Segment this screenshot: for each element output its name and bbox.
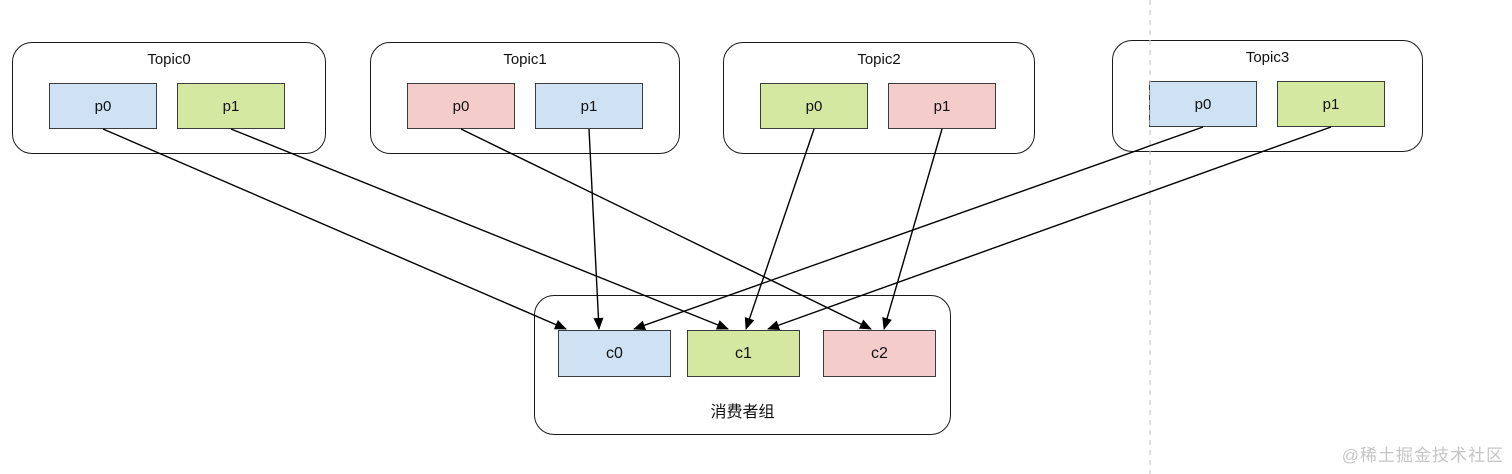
partition-box-topic1-p1: p1 (535, 83, 643, 129)
partition-box-topic3-p1: p1 (1277, 81, 1385, 127)
consumer-group-box: c0 c1 c2 消费者组 (534, 295, 951, 435)
consumer-group-label: 消费者组 (710, 404, 775, 421)
topic-title: Topic1 (503, 51, 547, 68)
partition-box-topic1-p0: p0 (407, 83, 515, 129)
consumer-box-c2: c2 (823, 330, 936, 377)
partition-box-topic3-p0: p0 (1149, 81, 1257, 127)
topic-title: Topic0 (147, 51, 191, 68)
topic-title: Topic3 (1245, 49, 1290, 66)
partition-box-topic2-p0: p0 (760, 83, 868, 129)
topic-box-topic0: Topic0 p0 p1 (12, 42, 326, 154)
consumer-box-c1: c1 (687, 330, 800, 377)
edge-arrow-t0p0-c0 (102, 128, 567, 330)
partition-box-topic2-p1: p1 (888, 83, 996, 129)
watermark-text: @稀土掘金技术社区 (1341, 446, 1504, 465)
consumer-box-c0: c0 (558, 330, 671, 377)
topic-box-topic1: Topic1 p0 p1 (370, 42, 680, 154)
partition-box-topic0-p1: p1 (177, 83, 285, 129)
partition-box-topic0-p0: p0 (49, 83, 157, 129)
topic-box-topic2: Topic2 p0 p1 (723, 42, 1035, 154)
topic-title: Topic2 (857, 51, 901, 68)
topic-box-topic3: Topic3 p0 p1 (1112, 40, 1423, 152)
